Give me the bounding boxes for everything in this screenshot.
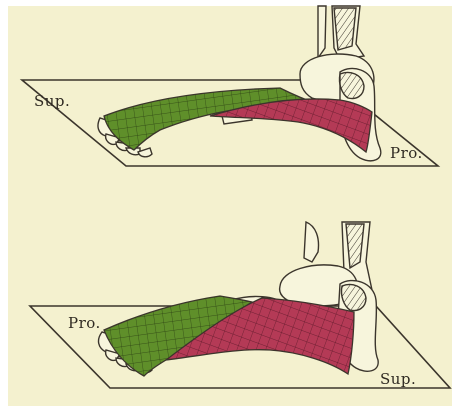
bottom-label-left: Pro. — [68, 314, 101, 332]
top-label-left: Sup. — [34, 92, 70, 110]
top-label-right: Pro. — [390, 144, 423, 162]
bottom-label-right: Sup. — [380, 370, 416, 388]
